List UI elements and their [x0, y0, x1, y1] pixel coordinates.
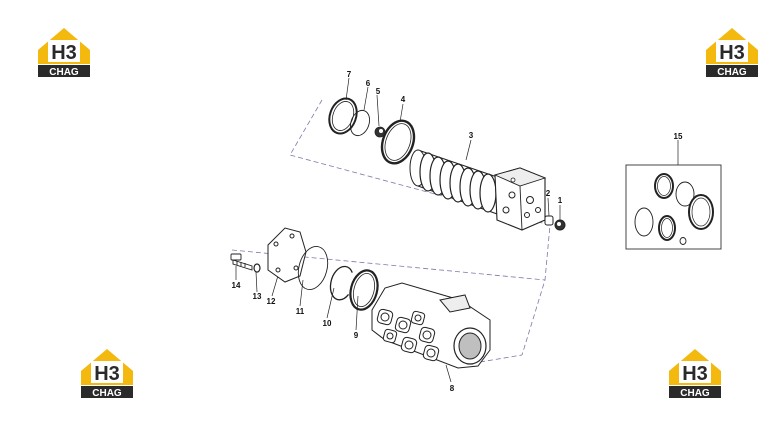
part-13-washer: [253, 263, 261, 273]
logo-mark: H3: [682, 363, 708, 385]
label-part-10: 10: [323, 319, 332, 328]
part-14-bolt: [230, 253, 253, 271]
brand-logo-icon: H3 CHAG: [706, 28, 758, 78]
part-4-retainer-ring: [380, 119, 416, 165]
part-10-snap-ring: [329, 265, 353, 301]
label-part-4: 4: [401, 95, 406, 104]
leader-lines: [235, 77, 679, 383]
part-8-valve-body: [371, 282, 491, 369]
label-part-3: 3: [469, 131, 474, 140]
brand-logo-icon: H3 CHAG: [81, 349, 133, 399]
part-3-spool-cartridge: [409, 149, 547, 231]
label-part-11: 11: [296, 307, 305, 316]
label-part-5: 5: [376, 87, 381, 96]
label-part-2: 2: [546, 189, 551, 198]
label-part-7: 7: [347, 70, 352, 79]
logo-top-left: H3 CHAG: [34, 24, 94, 78]
label-part-1: 1: [558, 196, 563, 205]
logo-mark: H3: [51, 42, 77, 64]
logo-word: CHAG: [49, 67, 79, 78]
logo-top-right: H3 CHAG: [702, 24, 760, 78]
part-number-labels: 1 2 3 4 5 6 7 8 9 10 11 12 13 14 15: [232, 70, 683, 393]
label-part-6: 6: [366, 79, 371, 88]
part-9-o-ring: [349, 269, 379, 311]
part-12-cover-plate: [267, 227, 307, 283]
logo-word: CHAG: [680, 388, 710, 399]
brand-logo-icon: H3 CHAG: [669, 349, 721, 399]
part-15-seal-kit: [625, 164, 722, 250]
logo-mark: H3: [94, 363, 120, 385]
logo-word: CHAG: [717, 67, 747, 78]
logo-bottom-left: H3 CHAG: [77, 345, 137, 399]
part-7-seal-ring: [328, 97, 358, 135]
part-11-gasket: [297, 245, 329, 291]
part-2-plug: [544, 215, 554, 226]
logo-word: CHAG: [92, 388, 122, 399]
label-part-13: 13: [253, 292, 262, 301]
label-part-14: 14: [232, 281, 241, 290]
label-part-8: 8: [450, 384, 455, 393]
brand-logo-icon: H3 CHAG: [38, 28, 90, 78]
logo-bottom-right: H3 CHAG: [665, 345, 725, 399]
part-6-backup-ring: [349, 109, 371, 137]
assembly-outline-bottom: [479, 354, 523, 363]
label-part-15: 15: [674, 132, 683, 141]
label-part-9: 9: [354, 331, 359, 340]
label-part-12: 12: [267, 297, 276, 306]
logo-mark: H3: [719, 42, 745, 64]
part-1-screw: [554, 219, 566, 231]
